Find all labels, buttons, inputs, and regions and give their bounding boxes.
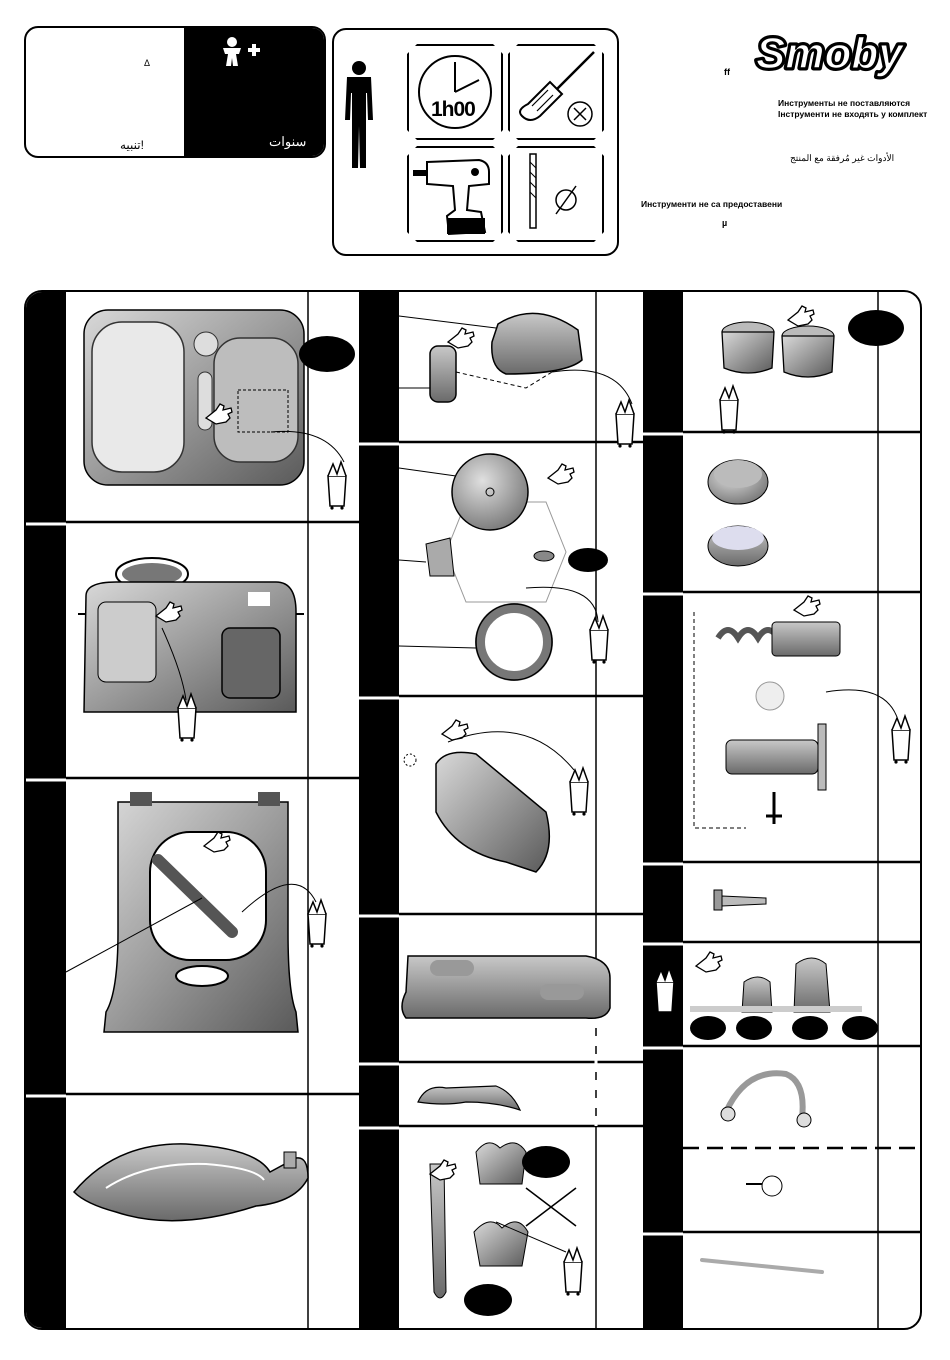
drill-cell [407,146,503,242]
time-cell: 1h00 [407,44,503,140]
clock-icon [409,46,501,138]
part-headband [721,1073,811,1127]
svg-text:Smoby: Smoby [756,29,905,78]
note-mu: µ [722,218,727,228]
part-drain-assembly [399,454,608,680]
assembly-time: 1h00 [431,98,475,122]
note-ff: ff [724,67,730,77]
part-caps [708,460,768,566]
age-arabic-text: سنوات [269,134,306,150]
part-cups [720,306,904,434]
warning-box: Δ تنبيه! سنوات [24,26,326,158]
age-panel: سنوات [184,28,326,158]
parts-frame [24,290,922,1330]
part-faucet-cover [399,313,634,447]
adult-figure-icon [342,60,376,170]
part-shelf [402,956,610,1018]
drill-bit-cell [508,146,604,242]
part-thermometer [746,1176,782,1196]
part-lid [404,720,588,872]
screwdriver-cell [508,44,604,140]
note-bulgarian: Инструменти не са предоставени [641,199,782,209]
part-rod [702,1260,822,1272]
part-bathtub-top [84,310,355,510]
note-russian: Инструменты не поставляются [778,98,910,108]
drill-icon [409,148,501,240]
warning-arabic-text: تنبيه! [120,138,144,152]
part-spoon [418,1086,520,1110]
note-ukrainian: Інструменти не входять у комплект [778,109,927,119]
part-bathtub-body [78,558,304,742]
footnote-mark: Δ [144,58,150,68]
drill-bit-icon [510,148,602,240]
part-screw [714,890,766,910]
part-bottles [656,952,878,1040]
tools-box: 1h00 [332,28,619,256]
part-bathtub-stand [66,792,326,1032]
note-arabic: الأدوات غير مُرفقة مع المنتج [790,153,894,164]
child-plus-icon [220,36,266,68]
parts-grid [26,292,922,1330]
screwdriver-icon [510,46,602,138]
part-bottle-set [430,1143,582,1316]
part-baby-bath [74,1144,308,1221]
smoby-logo: Smoby Smoby [752,24,912,88]
